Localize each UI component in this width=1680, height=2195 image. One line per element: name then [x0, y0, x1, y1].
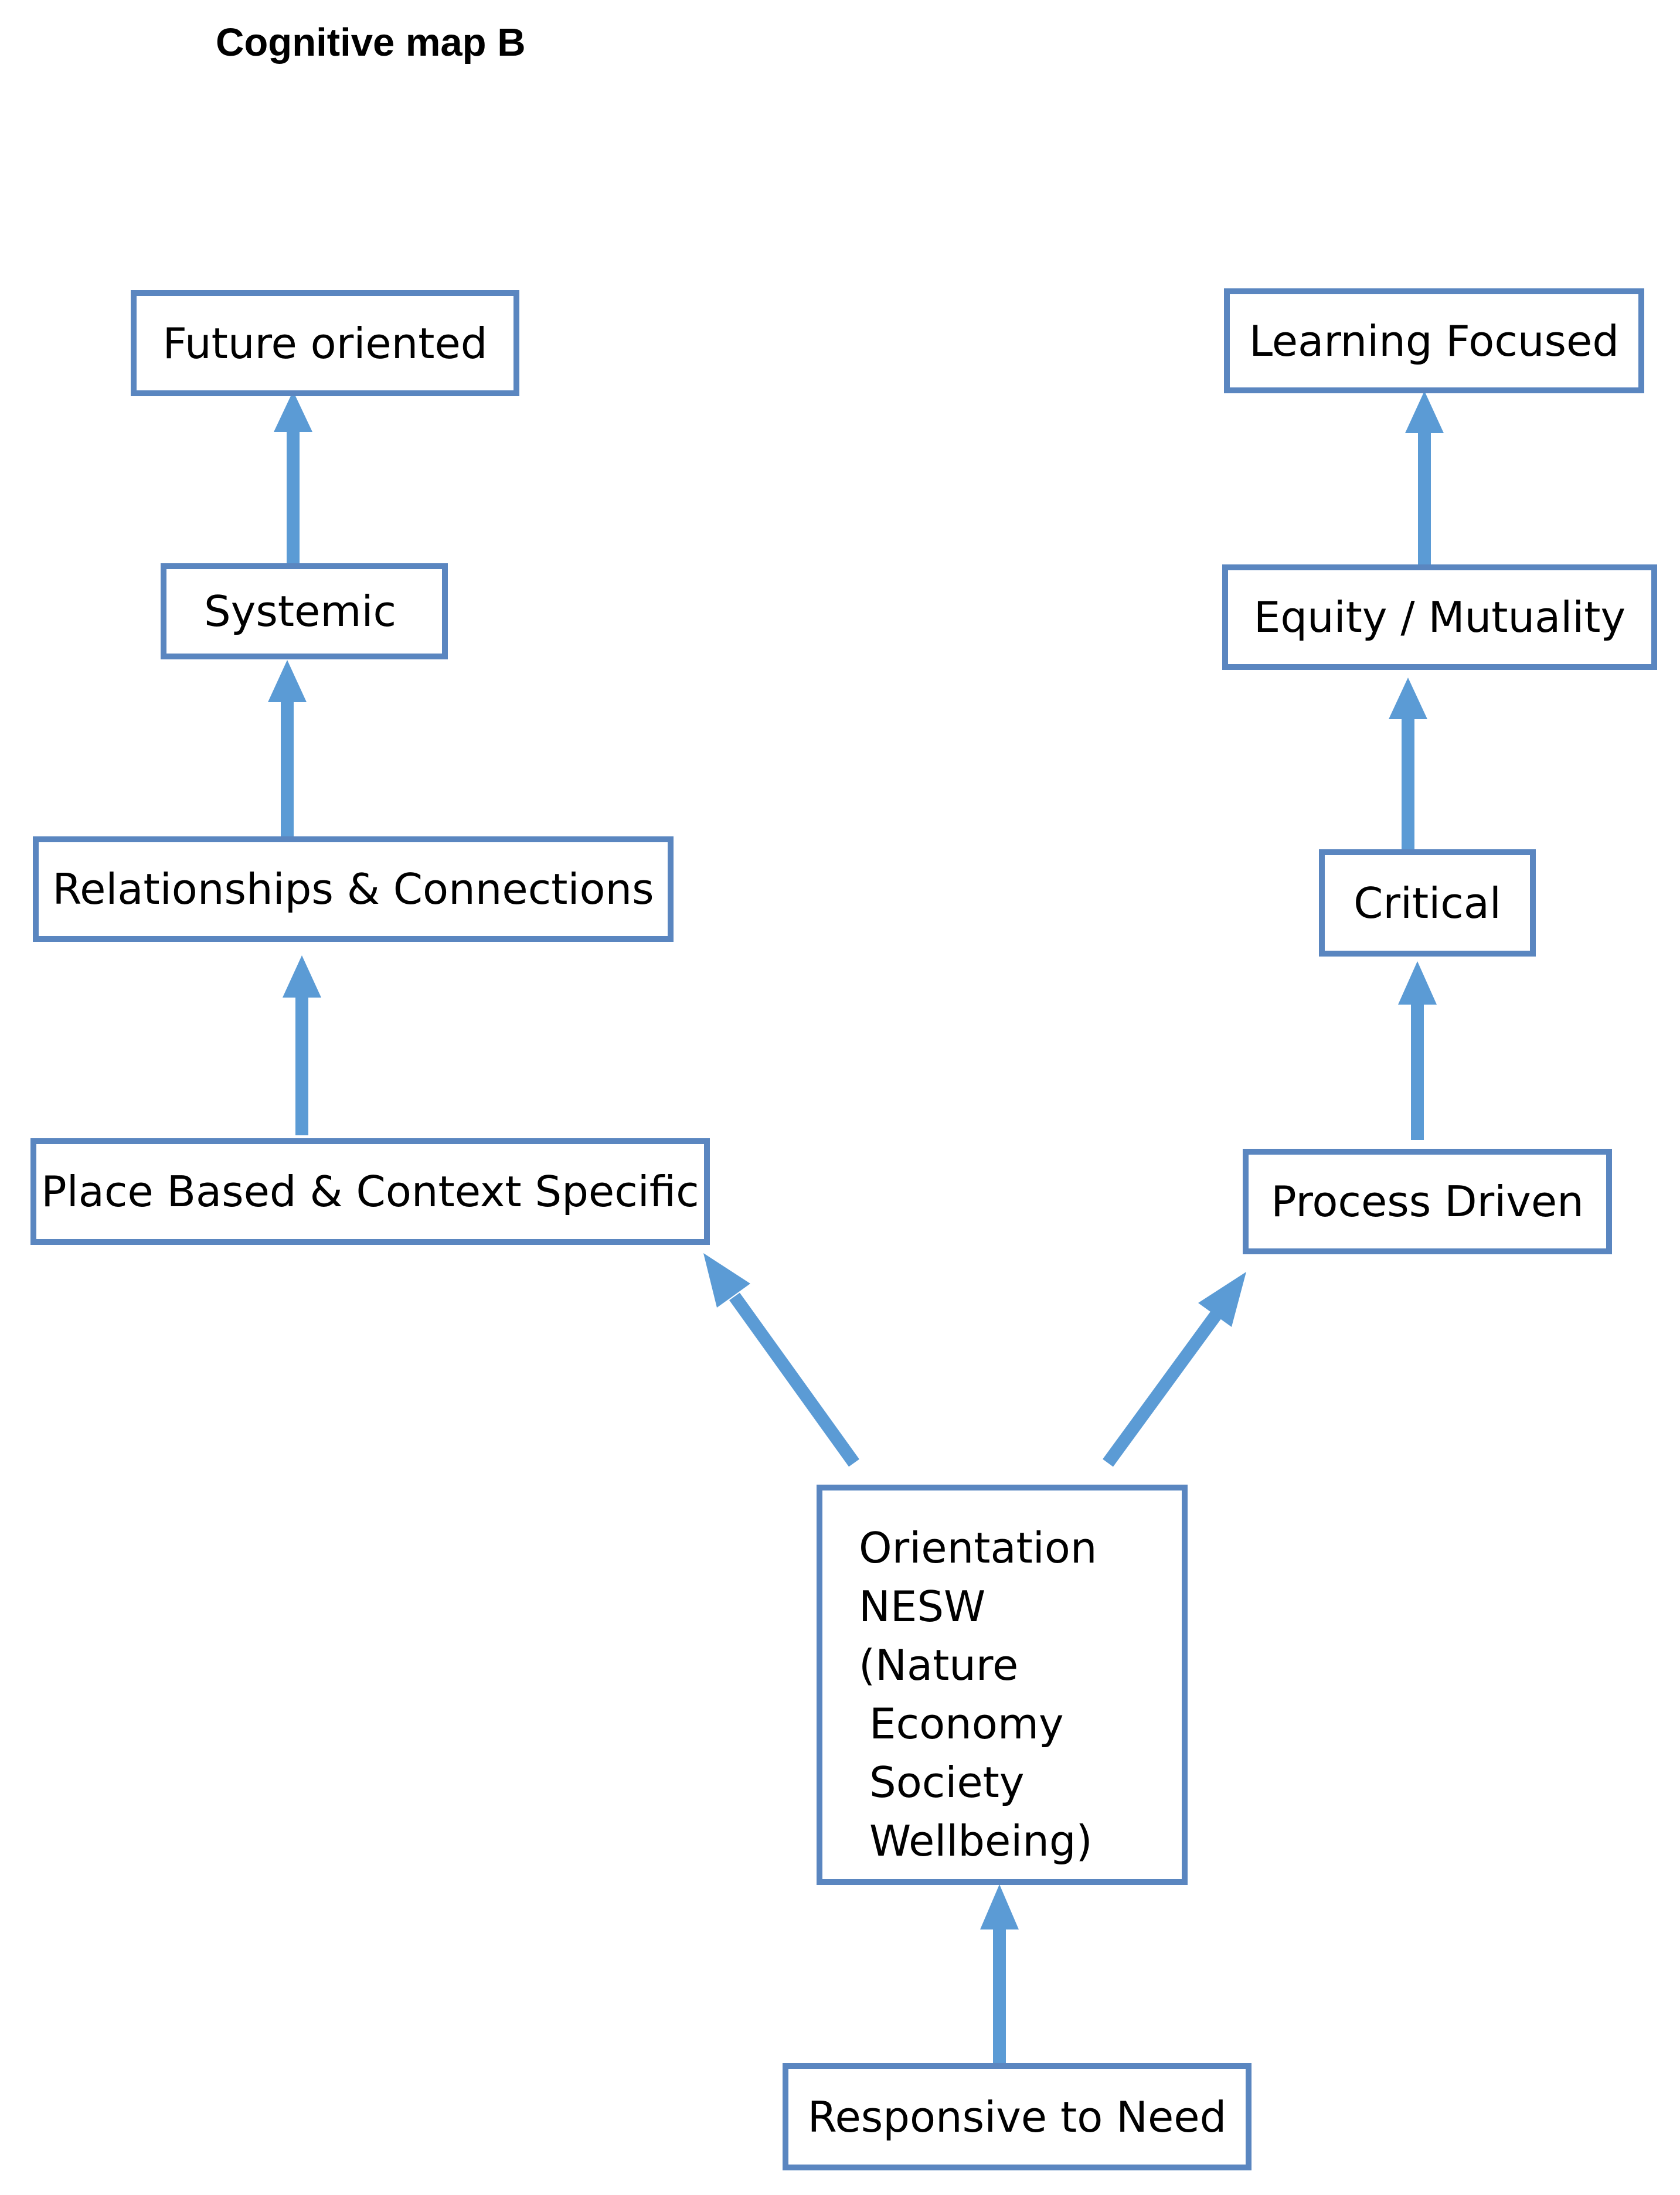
arrow-orientation-to-place-based: [729, 1292, 859, 1467]
node-line-orientation: Orientation: [859, 1523, 1097, 1573]
arrowhead-relationships-to-systemic: [268, 660, 307, 702]
arrowhead-responsive-to-orientation: [980, 1884, 1019, 1929]
node-line-nature: (Nature: [859, 1641, 1019, 1690]
node-relationships-connections: Relationships & Connections: [33, 836, 674, 942]
node-line-wellbeing: Wellbeing): [869, 1816, 1093, 1866]
node-process-driven: Process Driven: [1243, 1149, 1612, 1254]
node-label: Responsive to Need: [807, 2092, 1227, 2142]
node-responsive-to-need: Responsive to Need: [783, 2063, 1252, 2170]
node-learning-focused: Learning Focused: [1224, 288, 1644, 393]
node-label: Process Driven: [1271, 1177, 1584, 1226]
node-line-economy: Economy: [869, 1699, 1064, 1748]
node-critical: Critical: [1319, 849, 1536, 957]
arrowhead-critical-to-equity: [1389, 678, 1427, 719]
arrowhead-orientation-to-process-driven: [1198, 1272, 1246, 1327]
node-line-society: Society: [869, 1758, 1025, 1807]
node-label: Future oriented: [162, 318, 488, 368]
node-label: Systemic: [204, 587, 397, 636]
node-label: Relationships & Connections: [52, 865, 654, 914]
node-line-nesw: NESW: [859, 1582, 986, 1631]
node-orientation-nesw: Orientation NESW (Nature Economy Society…: [817, 1485, 1188, 1885]
node-label: Place Based & Context Specific: [41, 1167, 699, 1216]
node-future-oriented: Future oriented: [131, 290, 519, 396]
arrowhead-place-based-to-relationships: [283, 955, 321, 998]
arrowhead-orientation-to-place-based: [703, 1253, 750, 1308]
node-place-based: Place Based & Context Specific: [30, 1138, 710, 1245]
node-label: Learning Focused: [1249, 316, 1620, 366]
node-label: Equity / Mutuality: [1253, 593, 1626, 642]
arrowhead-process-to-critical: [1398, 961, 1437, 1005]
arrowhead-equity-to-learning: [1405, 391, 1444, 433]
diagram-title: Cognitive map B: [216, 21, 526, 64]
arrow-orientation-to-process-driven: [1103, 1311, 1221, 1467]
node-label: Critical: [1353, 878, 1501, 928]
node-equity-mutuality: Equity / Mutuality: [1222, 564, 1657, 670]
node-systemic: Systemic: [161, 563, 448, 659]
arrowhead-systemic-to-future: [274, 391, 312, 432]
